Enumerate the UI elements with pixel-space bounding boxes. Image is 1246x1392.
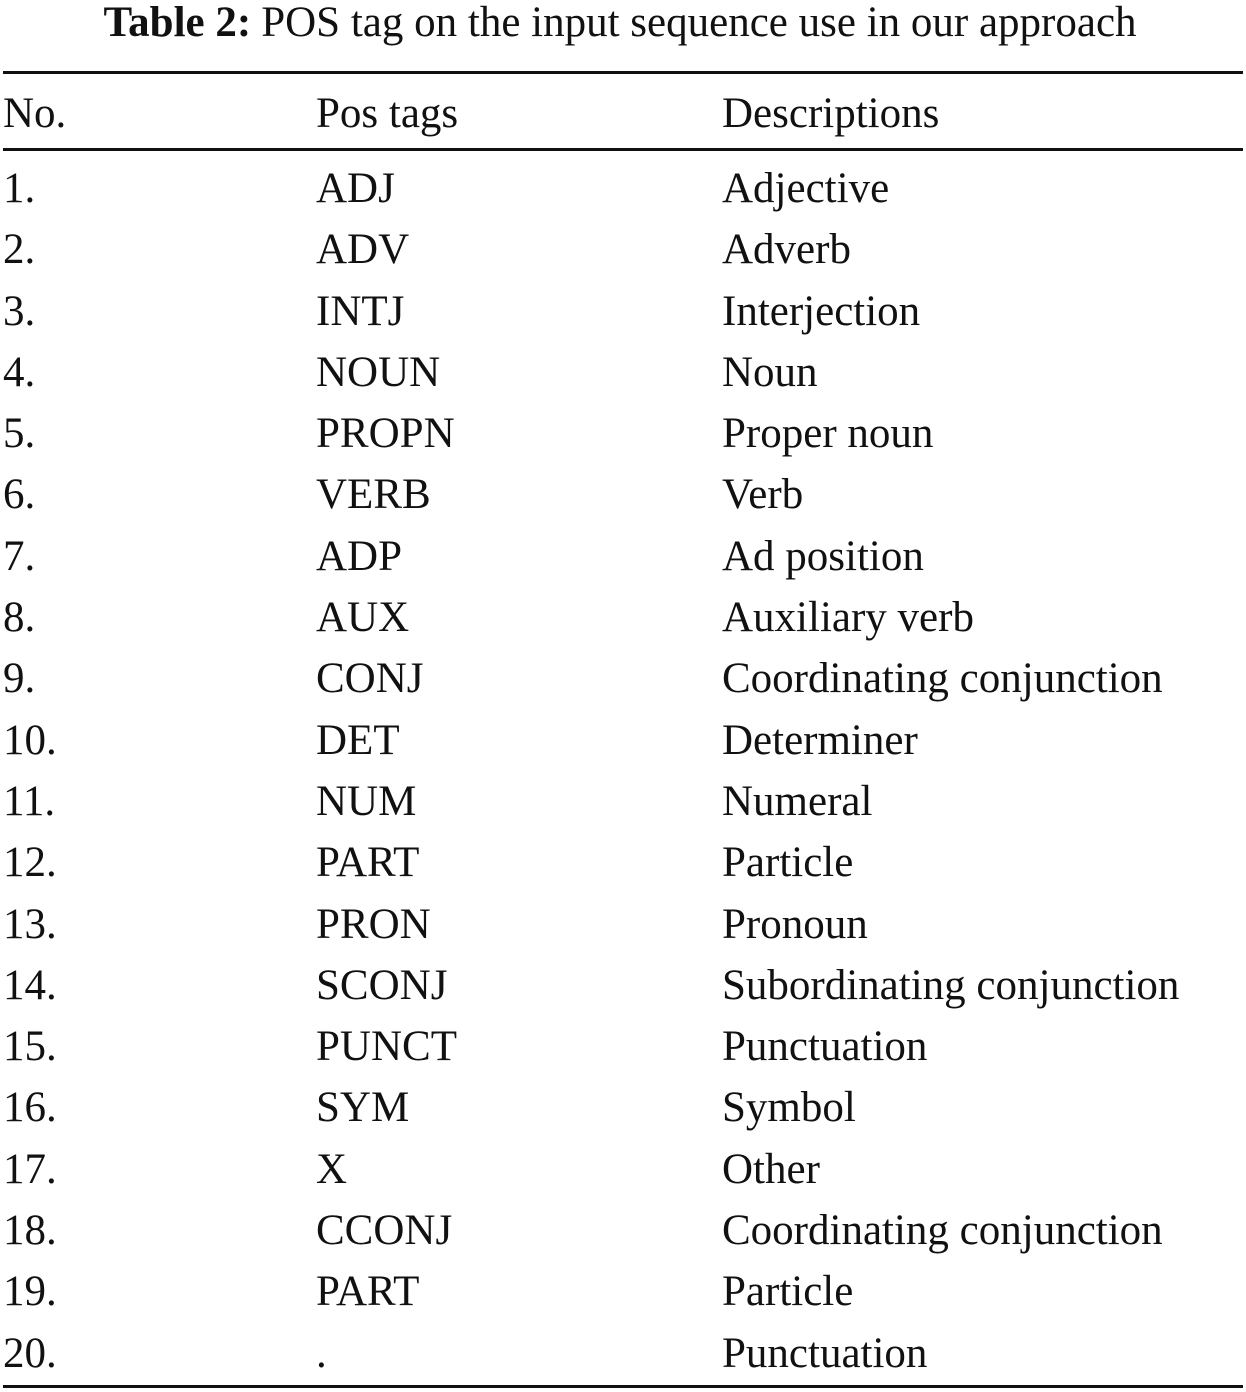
- row-pos-tag: AUX: [316, 594, 410, 642]
- table-top-rule: [3, 71, 1243, 74]
- row-description: Numeral: [722, 777, 873, 825]
- table-row: 14. SCONJ Subordinating conjunction: [0, 955, 1246, 1016]
- row-pos-tag: X: [316, 1145, 348, 1193]
- row-description: Symbol: [722, 1084, 856, 1132]
- row-pos-tag: VERB: [316, 471, 431, 519]
- table-row: 12. PART Particle: [0, 832, 1246, 893]
- table-row: 17. X Other: [0, 1139, 1246, 1200]
- row-pos-tag: DET: [316, 716, 400, 764]
- row-pos-tag: CCONJ: [316, 1207, 453, 1255]
- row-number: 10.: [3, 716, 57, 764]
- table-row: 5. PROPN Proper noun: [0, 403, 1246, 464]
- row-number: 5.: [3, 410, 36, 458]
- row-pos-tag: PUNCT: [316, 1023, 457, 1071]
- table-row: 1. ADJ Adjective: [0, 158, 1246, 219]
- table-row: 19. PART Particle: [0, 1261, 1246, 1322]
- row-number: 20.: [3, 1329, 57, 1377]
- row-description: Adverb: [722, 226, 851, 274]
- row-number: 13.: [3, 900, 57, 948]
- row-number: 4.: [3, 348, 36, 396]
- row-description: Noun: [722, 348, 818, 396]
- row-description: Coordinating conjunction: [722, 1207, 1163, 1255]
- row-pos-tag: CONJ: [316, 655, 424, 703]
- row-pos-tag: PART: [316, 1268, 420, 1316]
- row-description: Particle: [722, 839, 854, 887]
- row-number: 18.: [3, 1207, 57, 1255]
- row-pos-tag: INTJ: [316, 287, 405, 335]
- row-number: 2.: [3, 226, 36, 274]
- header-pos-tags: Pos tags: [316, 90, 459, 137]
- table-row: 9. CONJ Coordinating conjunction: [0, 648, 1246, 709]
- row-number: 17.: [3, 1145, 57, 1193]
- table-row: 15. PUNCT Punctuation: [0, 1016, 1246, 1077]
- row-number: 14.: [3, 961, 57, 1009]
- row-pos-tag: ADV: [316, 226, 410, 274]
- table-row: 20.. Punctuation: [0, 1323, 1246, 1384]
- row-pos-tag: PART: [316, 839, 420, 887]
- header-no: No.: [3, 90, 67, 137]
- row-pos-tag: ADP: [316, 532, 403, 580]
- table-row: 11. NUM Numeral: [0, 771, 1246, 832]
- table-row: 7. ADP Ad position: [0, 526, 1246, 587]
- row-description: Interjection: [722, 287, 921, 335]
- table-row: 10. DET Determiner: [0, 710, 1246, 771]
- row-pos-tag: .: [316, 1329, 327, 1377]
- row-description: Ad position: [722, 532, 924, 580]
- row-description: Proper noun: [722, 410, 934, 458]
- row-pos-tag: SYM: [316, 1084, 410, 1132]
- table-row: 2. ADV Adverb: [0, 219, 1246, 280]
- row-description: Coordinating conjunction: [722, 655, 1163, 703]
- row-description: Pronoun: [722, 900, 868, 948]
- row-description: Other: [722, 1145, 820, 1193]
- table-body: 1. ADJ Adjective 2. ADV Adverb 3. INTJ Interject…: [0, 158, 1246, 1384]
- row-description: Punctuation: [722, 1329, 928, 1377]
- row-number: 3.: [3, 287, 36, 335]
- row-number: 16.: [3, 1084, 57, 1132]
- row-number: 15.: [3, 1023, 57, 1071]
- table-bottom-rule: [3, 1385, 1243, 1388]
- row-number: 8.: [3, 594, 36, 642]
- row-pos-tag: PRON: [316, 900, 431, 948]
- table-row: 6. VERB Verb: [0, 464, 1246, 525]
- row-number: 9.: [3, 655, 36, 703]
- table-caption-label: Table 2:: [103, 0, 252, 46]
- row-description: Particle: [722, 1268, 854, 1316]
- row-number: 19.: [3, 1268, 57, 1316]
- row-description: Verb: [722, 471, 804, 519]
- row-description: Auxiliary verb: [722, 594, 974, 642]
- row-description: Adjective: [722, 165, 890, 212]
- table-header-rule: [3, 148, 1243, 151]
- row-pos-tag: SCONJ: [316, 961, 448, 1009]
- table-row: 13. PRON Pronoun: [0, 894, 1246, 955]
- table-caption-text: POS tag on the input sequence use in our…: [261, 0, 1137, 46]
- row-pos-tag: PROPN: [316, 410, 455, 458]
- table-row: 8. AUX Auxiliary verb: [0, 587, 1246, 648]
- table-row: 18. CCONJ Coordinating conjunction: [0, 1200, 1246, 1261]
- table-header-row: No. Pos tags Descriptions: [0, 86, 1246, 142]
- row-number: 1.: [3, 165, 36, 212]
- table-row: 3. INTJ Interjection: [0, 281, 1246, 342]
- table-row: 4. NOUN Noun: [0, 342, 1246, 403]
- row-number: 7.: [3, 532, 36, 580]
- row-description: Subordinating conjunction: [722, 961, 1180, 1009]
- row-number: 12.: [3, 839, 57, 887]
- row-pos-tag: NOUN: [316, 348, 441, 396]
- row-pos-tag: ADJ: [316, 165, 395, 212]
- row-description: Punctuation: [722, 1023, 928, 1071]
- row-number: 6.: [3, 471, 36, 519]
- row-number: 11.: [3, 777, 56, 825]
- row-pos-tag: NUM: [316, 777, 417, 825]
- table-row: 16. SYM Symbol: [0, 1077, 1246, 1138]
- header-descriptions: Descriptions: [722, 90, 940, 137]
- table-caption: Table 2:POS tag on the input sequence us…: [0, 0, 1240, 46]
- row-description: Determiner: [722, 716, 918, 764]
